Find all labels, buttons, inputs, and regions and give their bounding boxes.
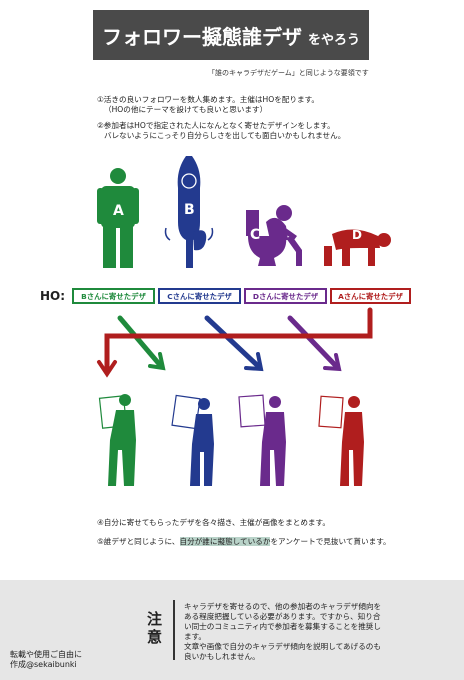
figure-d-letter: D <box>352 228 362 242</box>
holder-purple <box>238 394 286 486</box>
caution-divider <box>173 600 175 660</box>
credit-line-1: 転載や使用ご自由に <box>10 650 82 659</box>
caution-text: キャラデザを寄せるので、他の参加者のキャラデザ傾向を ある程度把握している必要が… <box>184 602 381 662</box>
caution-line: 文章や画像で自分のキャラデザ傾向を説明してあげるのも <box>184 642 381 651</box>
yoga-pose-person-icon <box>164 156 214 268</box>
page-title: フォロワー擬態誰デザ <box>101 24 302 49</box>
note-text: 「誰のキャラデザだゲーム」と同じような要領です <box>208 69 369 77</box>
step-1-line-1: ①活きの良いフォロワーを数人集めます。主催はHOを配ります。 <box>97 95 320 104</box>
toilet-person-icon <box>246 205 302 266</box>
caution-title: 注意 <box>147 610 163 646</box>
caution-line: ある程度把握している必要があります。ですから、知り合 <box>184 612 381 621</box>
step-5-highlight: 自分が誰に擬態しているか <box>179 537 271 546</box>
standing-person-icon <box>97 168 139 268</box>
illustration <box>97 156 391 486</box>
ho-label: HO: <box>40 289 66 303</box>
figure-b-letter: B <box>184 202 195 218</box>
step-5-pre: ⑤誰デザと同じように、 <box>97 537 180 546</box>
holder-green <box>98 394 136 486</box>
step-2-line-1: ②参加者はHOで指定された人になんとなく寄せたデザインをします。 <box>97 121 335 130</box>
step-2-line-2: バレないようにこっそり自分らしさを出しても面白いかもしれません。 <box>104 131 346 140</box>
page-subtitle: をやろう <box>307 32 360 48</box>
ho-box-3: Dさんに寄せたデザ <box>244 288 327 304</box>
step-4: ④自分に寄せてもらったデザを各々描き、主催が画像をまとめます。 <box>97 518 330 527</box>
footer <box>0 580 464 680</box>
figure-a-letter: A <box>113 203 124 219</box>
title-banner: フォロワー擬態誰デザ をやろう <box>93 10 369 60</box>
step-5-post: をアンケートで見抜いて貰います。 <box>270 537 391 546</box>
ho-box-2: Cさんに寄せたデザ <box>158 288 241 304</box>
step-5: ⑤誰デザと同じように、自分が誰に擬態しているかをアンケートで見抜いて貰います。 <box>97 537 391 547</box>
flow-arrows <box>97 307 373 378</box>
ho-box-4: Aさんに寄せたデザ <box>330 288 411 304</box>
caution-line: 良いかもしれません。 <box>184 652 260 661</box>
holder-blue <box>171 394 214 486</box>
figure-c-letter: C <box>250 227 261 243</box>
crawling-person-icon <box>324 229 391 266</box>
step-1-line-2: （HOの他にテーマを設けても良いと思います） <box>104 105 268 114</box>
credit-line-2: 作成@sekaibunki <box>10 660 77 669</box>
credit: 転載や使用ご自由に 作成@sekaibunki <box>10 650 82 670</box>
caution-line: い同士のコミュニティ内で参加者を募集することを推奨し <box>184 622 381 631</box>
caution-line: キャラデザを寄せるので、他の参加者のキャラデザ傾向を <box>184 602 382 611</box>
ho-box-1: Bさんに寄せたデザ <box>72 288 155 304</box>
caution-line: ます。 <box>184 632 207 641</box>
holder-red <box>318 395 364 486</box>
